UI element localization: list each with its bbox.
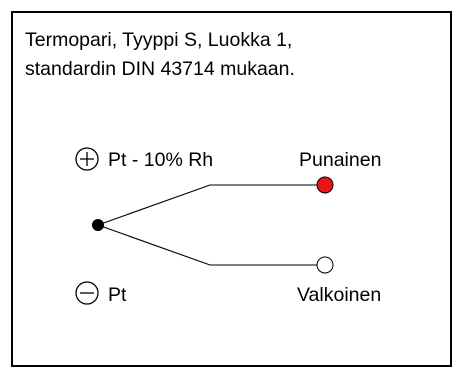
negative-wire-material: Pt	[108, 284, 127, 306]
title-line-2: standardin DIN 43714 mukaan.	[25, 58, 295, 80]
diagram-frame	[11, 11, 452, 367]
hot-junction-dot	[92, 219, 104, 231]
negative-wire	[97, 224, 325, 266]
positive-wire	[97, 184, 325, 226]
negative-wire-color-label: Valkoinen	[297, 284, 381, 306]
minus-icon	[75, 281, 99, 305]
negative-terminal-dot	[316, 256, 334, 274]
plus-icon	[75, 147, 99, 171]
diagram-title: Termopari, Tyyppi S, Luokka 1, standardi…	[25, 26, 295, 84]
positive-wire-material: Pt - 10% Rh	[108, 149, 213, 171]
title-line-1: Termopari, Tyyppi S, Luokka 1,	[25, 29, 293, 51]
positive-wire-color-label: Punainen	[299, 149, 381, 171]
positive-terminal-dot	[316, 176, 334, 194]
